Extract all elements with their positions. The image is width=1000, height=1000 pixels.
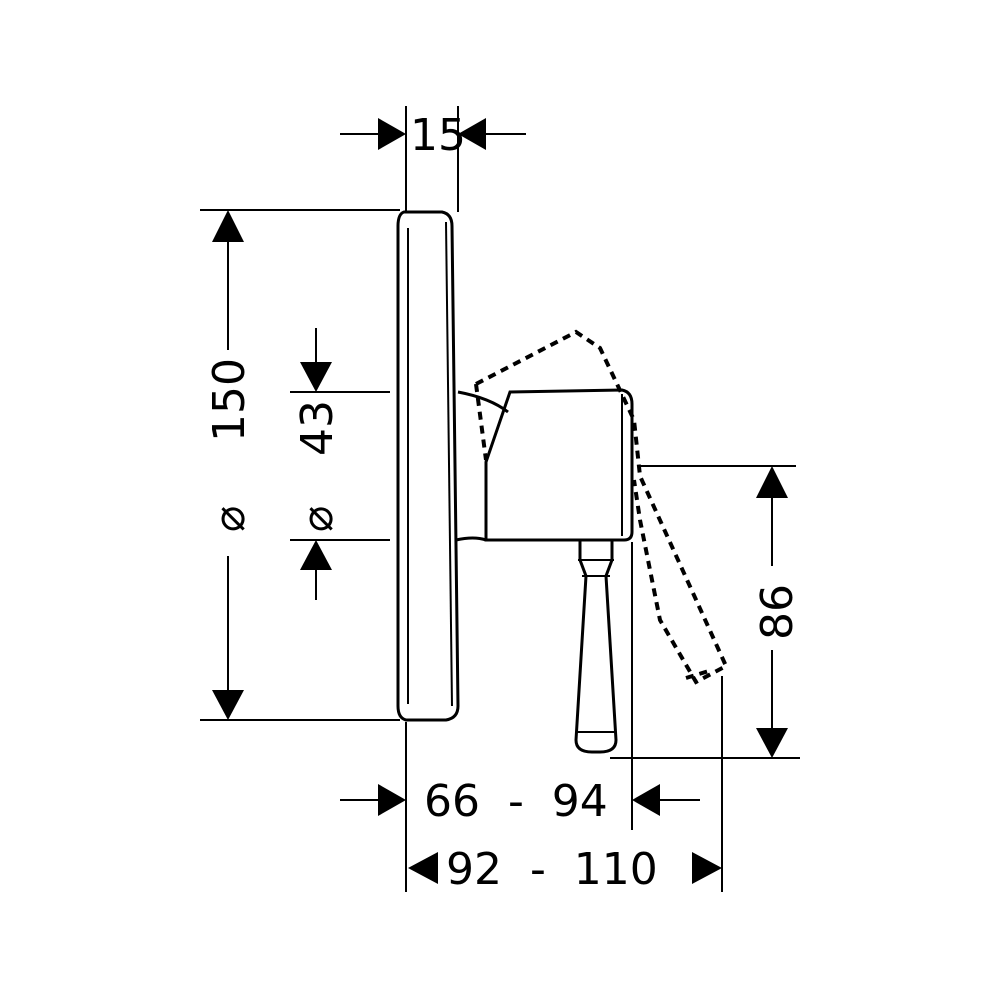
lever-handle xyxy=(574,538,618,754)
dim-label-66-94: 66 - 94 xyxy=(424,776,608,827)
dim-label-43-diameter-symbol: ⌀ xyxy=(292,506,343,533)
dim-projection-lever: 92 - 110 xyxy=(408,844,722,895)
dim-label-43: 43 xyxy=(292,400,343,456)
dim-projection: 66 - 94 xyxy=(340,776,700,827)
dim-body-diameter: ⌀ 43 xyxy=(292,328,343,600)
rosette-neck xyxy=(455,390,509,542)
dim-lever-height: 86 xyxy=(752,466,803,758)
dim-label-92-110: 92 - 110 xyxy=(446,844,658,895)
valve-body xyxy=(484,388,634,542)
dim-label-150-diameter-symbol: ⌀ xyxy=(204,506,255,533)
extension-lines xyxy=(200,106,800,892)
lever-rotated-dashed xyxy=(474,329,729,685)
dim-label-15: 15 xyxy=(410,110,466,161)
dim-label-86: 86 xyxy=(752,584,803,640)
wall-plate xyxy=(396,210,460,722)
dim-plate-thickness: 15 xyxy=(340,110,526,161)
dim-plate-diameter: ⌀ 150 xyxy=(204,210,255,720)
dim-label-150: 150 xyxy=(204,358,255,442)
